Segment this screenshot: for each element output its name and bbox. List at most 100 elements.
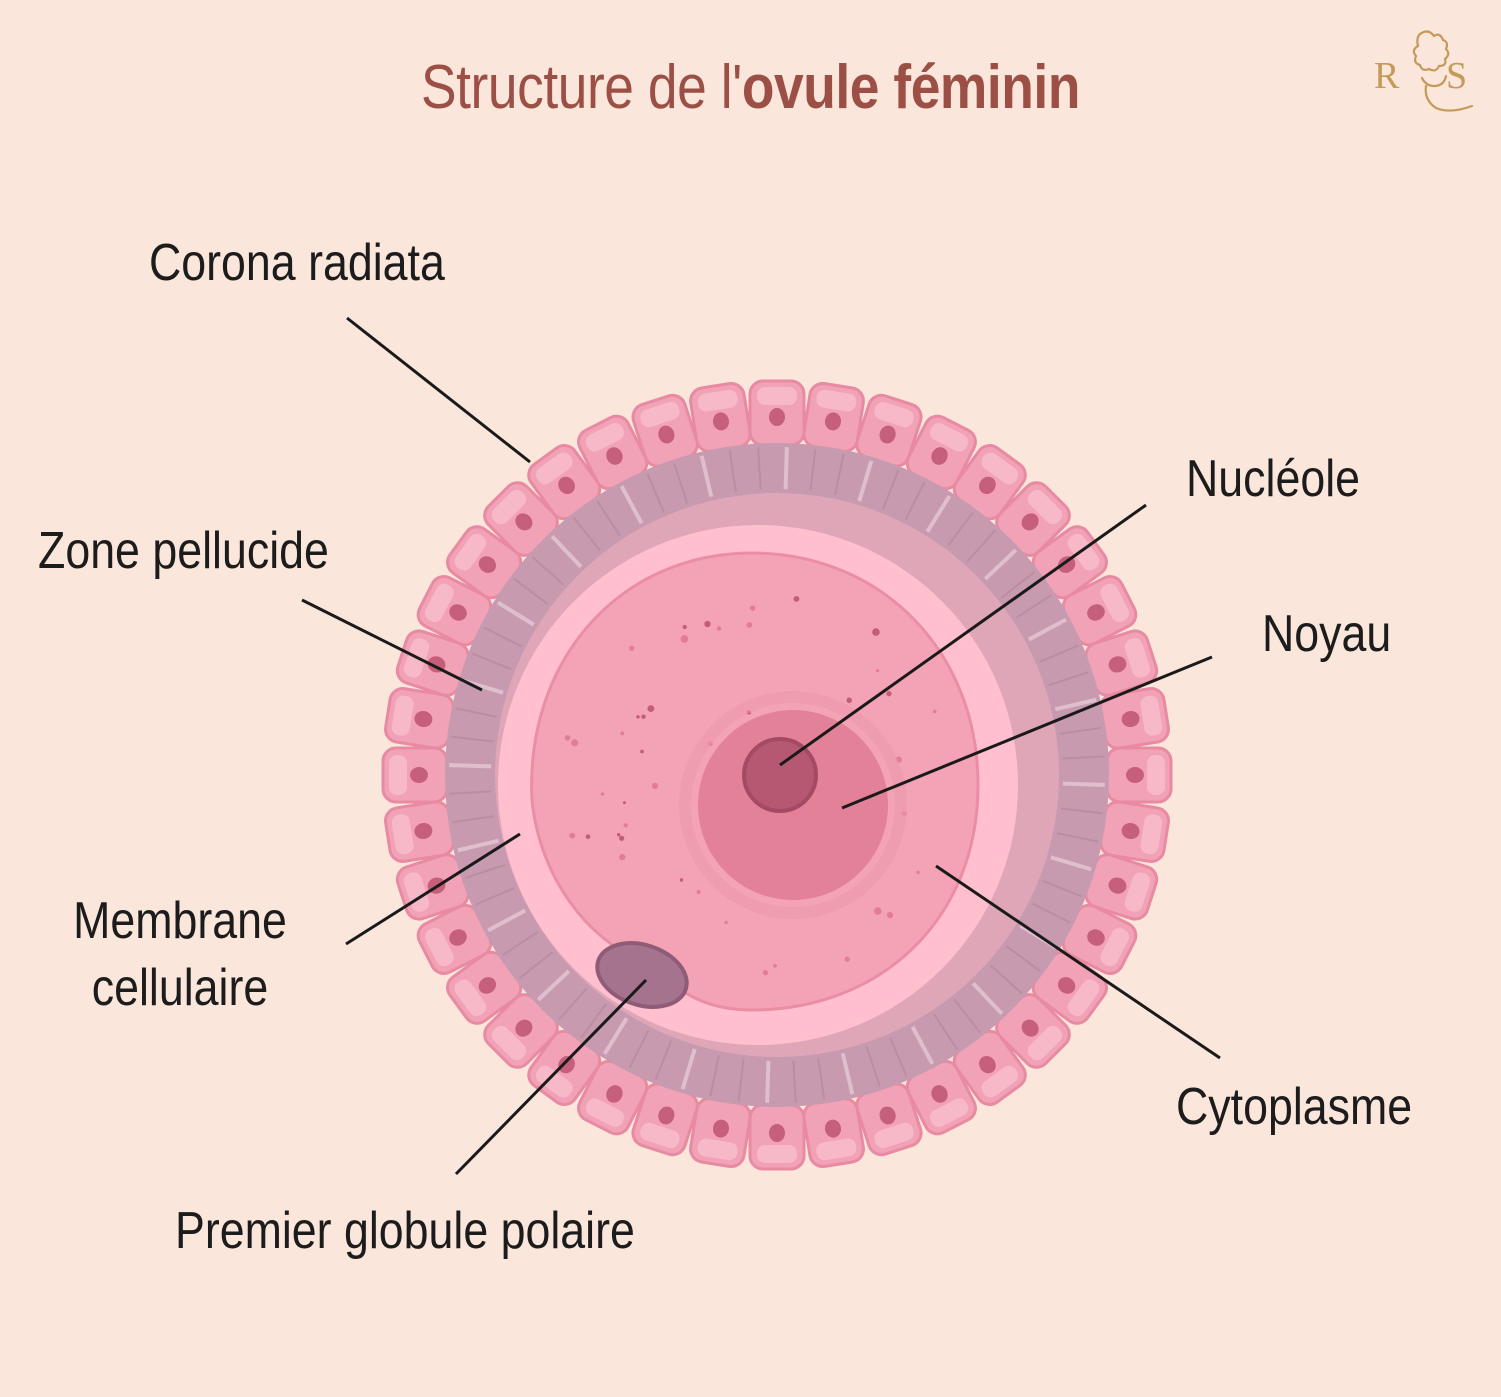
- label-membrane-line1: Membrane: [73, 892, 287, 950]
- zona-stripe: [1056, 832, 1099, 843]
- zona-stripe: [550, 534, 583, 569]
- zona-stripe: [904, 481, 926, 520]
- granule: [844, 956, 850, 962]
- zona-stripe: [602, 1017, 629, 1056]
- zona-stripe: [757, 447, 762, 490]
- zona-stripe: [1039, 644, 1079, 663]
- corona-cell: [384, 800, 455, 863]
- leader-zone-pellucide: [301, 598, 483, 692]
- zona-stripe: [457, 838, 500, 853]
- granule: [932, 709, 937, 714]
- zona-stripe: [455, 707, 498, 718]
- granule: [585, 834, 591, 840]
- zona-stripe: [646, 473, 665, 513]
- label-premier-globule-polaire: Premier globule polaire: [175, 1202, 635, 1260]
- granule: [886, 911, 894, 919]
- logo-letter-right: S: [1446, 55, 1467, 97]
- corona-cell: [748, 379, 806, 447]
- corona-cell: [416, 903, 493, 975]
- corona-cell: [689, 1097, 752, 1168]
- granule: [846, 697, 852, 704]
- zona-stripe: [1050, 855, 1092, 872]
- zona-stripe: [483, 626, 522, 648]
- zona-stripe: [809, 449, 817, 492]
- granule: [569, 832, 576, 839]
- zona-stripe: [487, 908, 527, 933]
- zona-stripe: [971, 981, 1004, 1016]
- zona-stripe: [889, 1037, 908, 1077]
- zona-stripe: [953, 998, 981, 1034]
- corona-cell: [802, 1097, 865, 1168]
- corona-cell: [416, 575, 493, 647]
- granule: [682, 624, 687, 630]
- granule: [636, 715, 640, 719]
- granule: [564, 734, 571, 741]
- corona-cell: [748, 1103, 806, 1171]
- granule: [622, 801, 626, 805]
- nucleolus: [742, 737, 818, 813]
- zona-stripe: [765, 1060, 771, 1103]
- zona-stripe: [933, 1013, 958, 1050]
- zona-stripe: [925, 494, 952, 533]
- granule: [749, 605, 756, 611]
- leader-lines: [301, 316, 1221, 1176]
- zona-stripe: [557, 987, 588, 1021]
- zona-stripe: [983, 548, 1018, 581]
- corona-cell: [1099, 687, 1170, 750]
- zona-stripe: [728, 450, 737, 493]
- granule: [641, 714, 646, 719]
- granule: [876, 668, 880, 673]
- corona-cell: [577, 414, 649, 491]
- corona-cell: [527, 1029, 602, 1106]
- granule: [762, 969, 769, 976]
- zona-stripe: [628, 1030, 650, 1069]
- granule: [716, 626, 722, 631]
- zona-stripe: [1027, 617, 1067, 642]
- granule: [640, 749, 644, 754]
- corona-cell: [1099, 800, 1170, 863]
- granule: [629, 645, 635, 651]
- zona-stripe: [699, 455, 714, 498]
- zona-stripe: [792, 1060, 797, 1103]
- corona-cell: [689, 382, 752, 453]
- label-zone-pellucide: Zone pellucide: [38, 522, 329, 580]
- logo-letter-left: R: [1374, 55, 1400, 97]
- zona-stripe: [452, 815, 495, 824]
- corona-cell: [381, 746, 449, 804]
- leader-cytoplasme: [935, 864, 1221, 1060]
- label-nucleole: Nucléole: [1186, 450, 1361, 508]
- lion-crest-icon: [1412, 30, 1474, 112]
- corona-radiata-cells: [381, 379, 1173, 1171]
- zona-stripe: [502, 931, 539, 956]
- granule: [874, 907, 882, 915]
- zona-stripe: [865, 1046, 881, 1087]
- leader-membrane: [345, 832, 521, 946]
- zona-stripe: [1060, 807, 1103, 815]
- zona-stripes: [449, 447, 1105, 1103]
- zona-stripe: [1000, 571, 1036, 599]
- zona-stripe: [857, 460, 874, 502]
- zona-stripe: [449, 763, 492, 769]
- label-membrane-cellulaire: Membrane cellulaire: [51, 888, 309, 1021]
- leader-corona-radiata: [346, 316, 531, 464]
- zona-stripe: [840, 1052, 855, 1095]
- zona-stripe: [451, 735, 494, 743]
- granule: [773, 963, 777, 968]
- zona-stripe: [531, 555, 565, 586]
- polar-body: [595, 941, 689, 1009]
- corona-cell: [952, 1029, 1027, 1106]
- title-bold: ovule féminin: [741, 53, 1081, 122]
- zona-stripe: [1032, 902, 1071, 924]
- zona-stripe: [449, 790, 492, 795]
- zona-stripe: [654, 1040, 673, 1081]
- label-membrane-line2: cellulaire: [91, 958, 269, 1017]
- granule: [872, 628, 880, 636]
- zona-stripe: [680, 1048, 697, 1090]
- zona-stripe: [1042, 879, 1083, 898]
- granule: [793, 596, 800, 602]
- leader-nucleole: [779, 503, 1147, 767]
- zona-stripe: [910, 1025, 935, 1065]
- granule: [571, 739, 579, 747]
- leader-noyau: [841, 655, 1213, 810]
- granule: [623, 823, 628, 828]
